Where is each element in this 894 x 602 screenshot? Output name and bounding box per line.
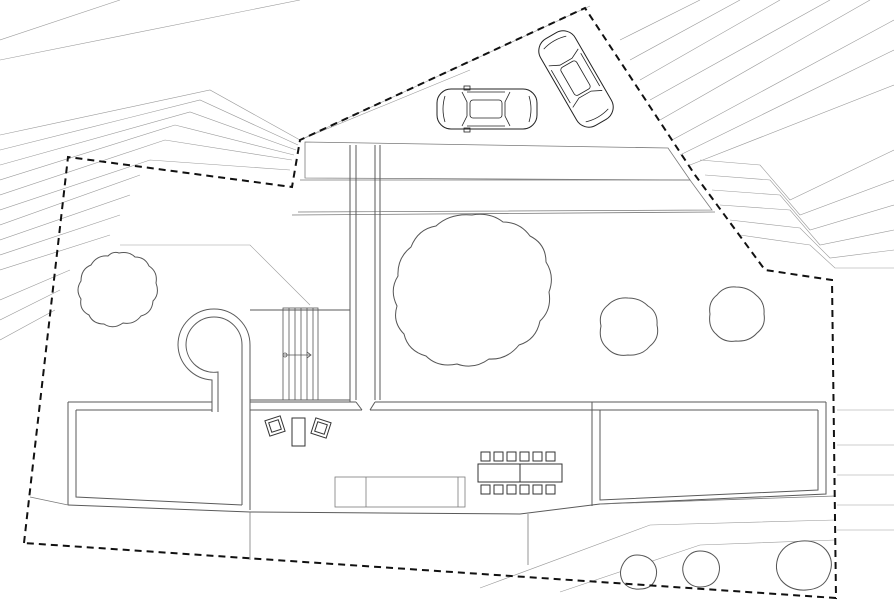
house-footprint — [29, 401, 836, 565]
tree-canopy — [599, 297, 659, 356]
tree-canopy — [77, 251, 158, 328]
entrance-terraces — [291, 141, 716, 216]
curved-garden-wall — [177, 308, 251, 510]
tree-canopy — [682, 550, 720, 588]
central-walkway — [349, 145, 381, 402]
trees — [77, 213, 832, 591]
tree-canopy — [620, 554, 658, 590]
parked-car-angled — [538, 30, 614, 128]
tree-canopy — [392, 213, 552, 367]
garden-stair — [250, 307, 350, 401]
tree-canopy — [775, 540, 832, 591]
kitchen-counter — [334, 476, 466, 508]
lounge-furniture — [264, 415, 332, 447]
parked-car-horizontal — [436, 85, 538, 133]
tree-canopy — [709, 286, 765, 342]
dining-table — [477, 451, 563, 495]
